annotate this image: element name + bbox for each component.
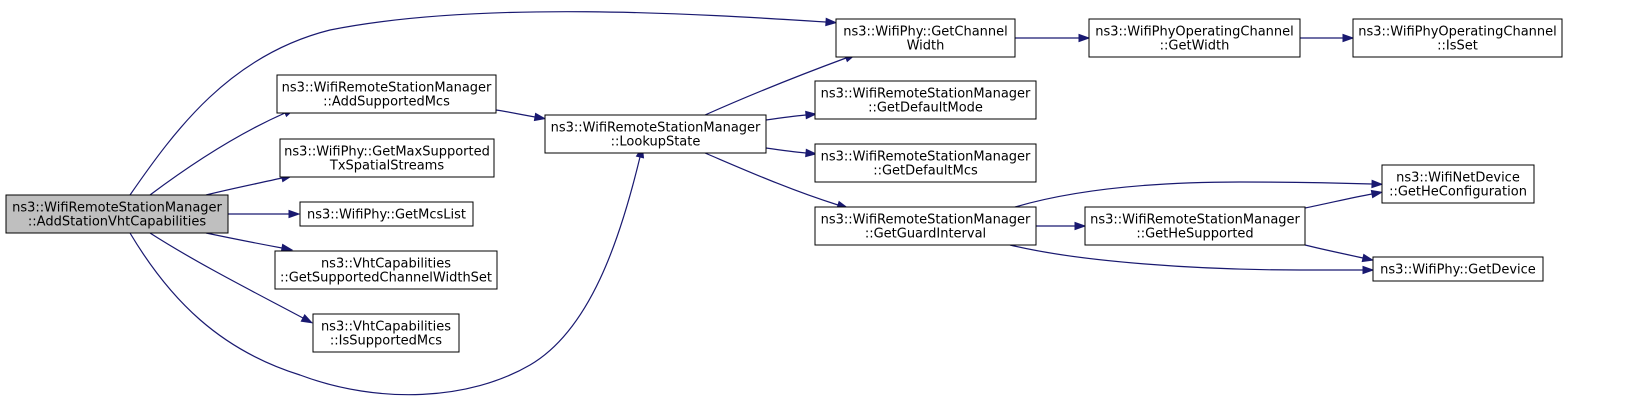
node-label-line: ns3::WifiRemoteStationManager xyxy=(821,150,1031,165)
node-label-line: ::IsSet xyxy=(1437,39,1478,54)
node-label-line: ::LookupState xyxy=(611,135,701,150)
node-label-line: ns3::WifiRemoteStationManager xyxy=(821,213,1031,228)
node-is-supported-mcs[interactable]: ns3::VhtCapabilities::IsSupportedMcs xyxy=(312,313,460,353)
call-edge-get_he_supported-to-get_he_configuration xyxy=(1304,189,1384,209)
arrowhead-icon xyxy=(1370,189,1384,199)
call-edge-get_he_supported-to-get_device xyxy=(1304,244,1375,263)
arrowhead-icon xyxy=(1362,265,1375,275)
call-edge-op_channel_get_width-to-op_channel_is_set xyxy=(1300,33,1355,43)
node-get-guard-interval[interactable]: ns3::WifiRemoteStationManager::GetGuardI… xyxy=(814,206,1037,246)
call-edge-add_supported_mcs-to-lookup_state xyxy=(495,109,547,122)
call-edge-add_station_vht-to-get_channel_width xyxy=(129,11,838,196)
node-lookup-state[interactable]: ns3::WifiRemoteStationManager::LookupSta… xyxy=(544,114,767,154)
node-get-he-configuration[interactable]: ns3::WifiNetDevice::GetHeConfiguration xyxy=(1381,164,1535,204)
node-label-line: ::GetWidth xyxy=(1160,39,1230,54)
node-label-line: ns3::WifiPhy::GetMaxSupported xyxy=(284,145,490,160)
arrowhead-icon xyxy=(300,313,314,324)
call-edge-get_guard_interval-to-get_he_configuration xyxy=(1014,179,1384,208)
node-get-device[interactable]: ns3::WifiPhy::GetDevice xyxy=(1372,256,1544,282)
call-edge-get_channel_width-to-op_channel_get_width xyxy=(1015,33,1091,43)
arrowhead-icon xyxy=(805,148,818,158)
node-label-line: ns3::WifiNetDevice xyxy=(1396,171,1520,186)
node-get-mcs-list[interactable]: ns3::WifiPhy::GetMcsList xyxy=(299,201,474,227)
node-label-line: ns3::WifiRemoteStationManager xyxy=(821,87,1031,102)
node-label-line: ns3::WifiPhyOperatingChannel xyxy=(1095,25,1294,40)
node-get-max-supported-tx[interactable]: ns3::WifiPhy::GetMaxSupportedTxSpatialSt… xyxy=(279,138,495,178)
node-op-channel-get-width[interactable]: ns3::WifiPhyOperatingChannel::GetWidth xyxy=(1088,18,1301,58)
call-edge-add_station_vht-to-get_mcs_list xyxy=(228,209,301,219)
node-label-line: TxSpatialStreams xyxy=(329,159,444,174)
node-label-line: ::GetDefaultMode xyxy=(868,101,983,116)
node-label-line: ::IsSupportedMcs xyxy=(330,334,442,349)
call-edge-lookup_state-to-get_default_mode xyxy=(765,110,818,121)
node-get-supported-channel-width-set[interactable]: ns3::VhtCapabilities::GetSupportedChanne… xyxy=(274,250,498,290)
node-label-line: ::GetHeSupported xyxy=(1136,227,1253,242)
node-label-line: ::GetHeConfiguration xyxy=(1389,185,1527,200)
arrowhead-icon xyxy=(1361,253,1375,263)
node-label-line: ns3::WifiPhy::GetDevice xyxy=(1380,263,1536,278)
node-label-line: ::GetDefaultMcs xyxy=(873,164,978,179)
call-edge-add_station_vht-to-add_supported_mcs xyxy=(149,108,296,196)
arrowhead-icon xyxy=(1371,179,1384,189)
node-label-line: ns3::WifiRemoteStationManager xyxy=(282,81,492,96)
node-label-line: ns3::VhtCapabilities xyxy=(321,320,451,335)
node-op-channel-is-set[interactable]: ns3::WifiPhyOperatingChannel::IsSet xyxy=(1352,18,1563,58)
arrowhead-icon xyxy=(805,110,818,120)
node-label-line: ::AddSupportedMcs xyxy=(323,95,450,110)
node-label-line: Width xyxy=(907,39,945,54)
arrowhead-icon xyxy=(288,209,301,219)
arrowhead-icon xyxy=(533,112,547,122)
call-edge-add_station_vht-to-is_supported_mcs xyxy=(149,232,314,324)
node-get-default-mode[interactable]: ns3::WifiRemoteStationManager::GetDefaul… xyxy=(814,80,1037,120)
arrowhead-icon xyxy=(1342,33,1355,43)
call-edge-get_guard_interval-to-get_he_supported xyxy=(1036,221,1087,231)
node-label-line: ns3::WifiRemoteStationManager xyxy=(12,201,222,216)
node-get-default-mcs[interactable]: ns3::WifiRemoteStationManager::GetDefaul… xyxy=(814,143,1037,183)
call-edges xyxy=(129,11,1384,396)
arrowhead-icon xyxy=(1074,221,1087,231)
function-nodes: ns3::WifiRemoteStationManager::AddStatio… xyxy=(5,18,1563,353)
node-add-station-vht[interactable]: ns3::WifiRemoteStationManager::AddStatio… xyxy=(5,194,229,234)
arrowhead-icon xyxy=(1078,33,1091,43)
arrowhead-icon xyxy=(825,17,838,27)
call-edge-get_guard_interval-to-get_device xyxy=(1009,244,1375,275)
node-label-line: ::GetGuardInterval xyxy=(865,227,986,242)
node-add-supported-mcs[interactable]: ns3::WifiRemoteStationManager::AddSuppor… xyxy=(276,74,497,114)
call-edge-add_station_vht-to-get_supported_channel_width_set xyxy=(205,232,294,253)
node-label-line: ::AddStationVhtCapabilities xyxy=(28,215,206,230)
arrowhead-icon xyxy=(280,243,294,253)
call-edge-add_station_vht-to-get_max_supported_tx xyxy=(205,173,294,196)
node-label-line: ::GetSupportedChannelWidthSet xyxy=(280,271,492,286)
call-edge-lookup_state-to-get_default_mcs xyxy=(765,147,818,158)
node-label-line: ns3::WifiPhyOperatingChannel xyxy=(1358,25,1557,40)
node-label-line: ns3::WifiRemoteStationManager xyxy=(1090,213,1300,228)
node-label-line: ns3::WifiRemoteStationManager xyxy=(551,121,761,136)
node-label-line: ns3::WifiPhy::GetMcsList xyxy=(307,208,466,223)
node-label-line: ns3::WifiPhy::GetChannel xyxy=(843,25,1008,40)
node-get-he-supported[interactable]: ns3::WifiRemoteStationManager::GetHeSupp… xyxy=(1084,206,1306,246)
node-label-line: ns3::VhtCapabilities xyxy=(321,257,451,272)
